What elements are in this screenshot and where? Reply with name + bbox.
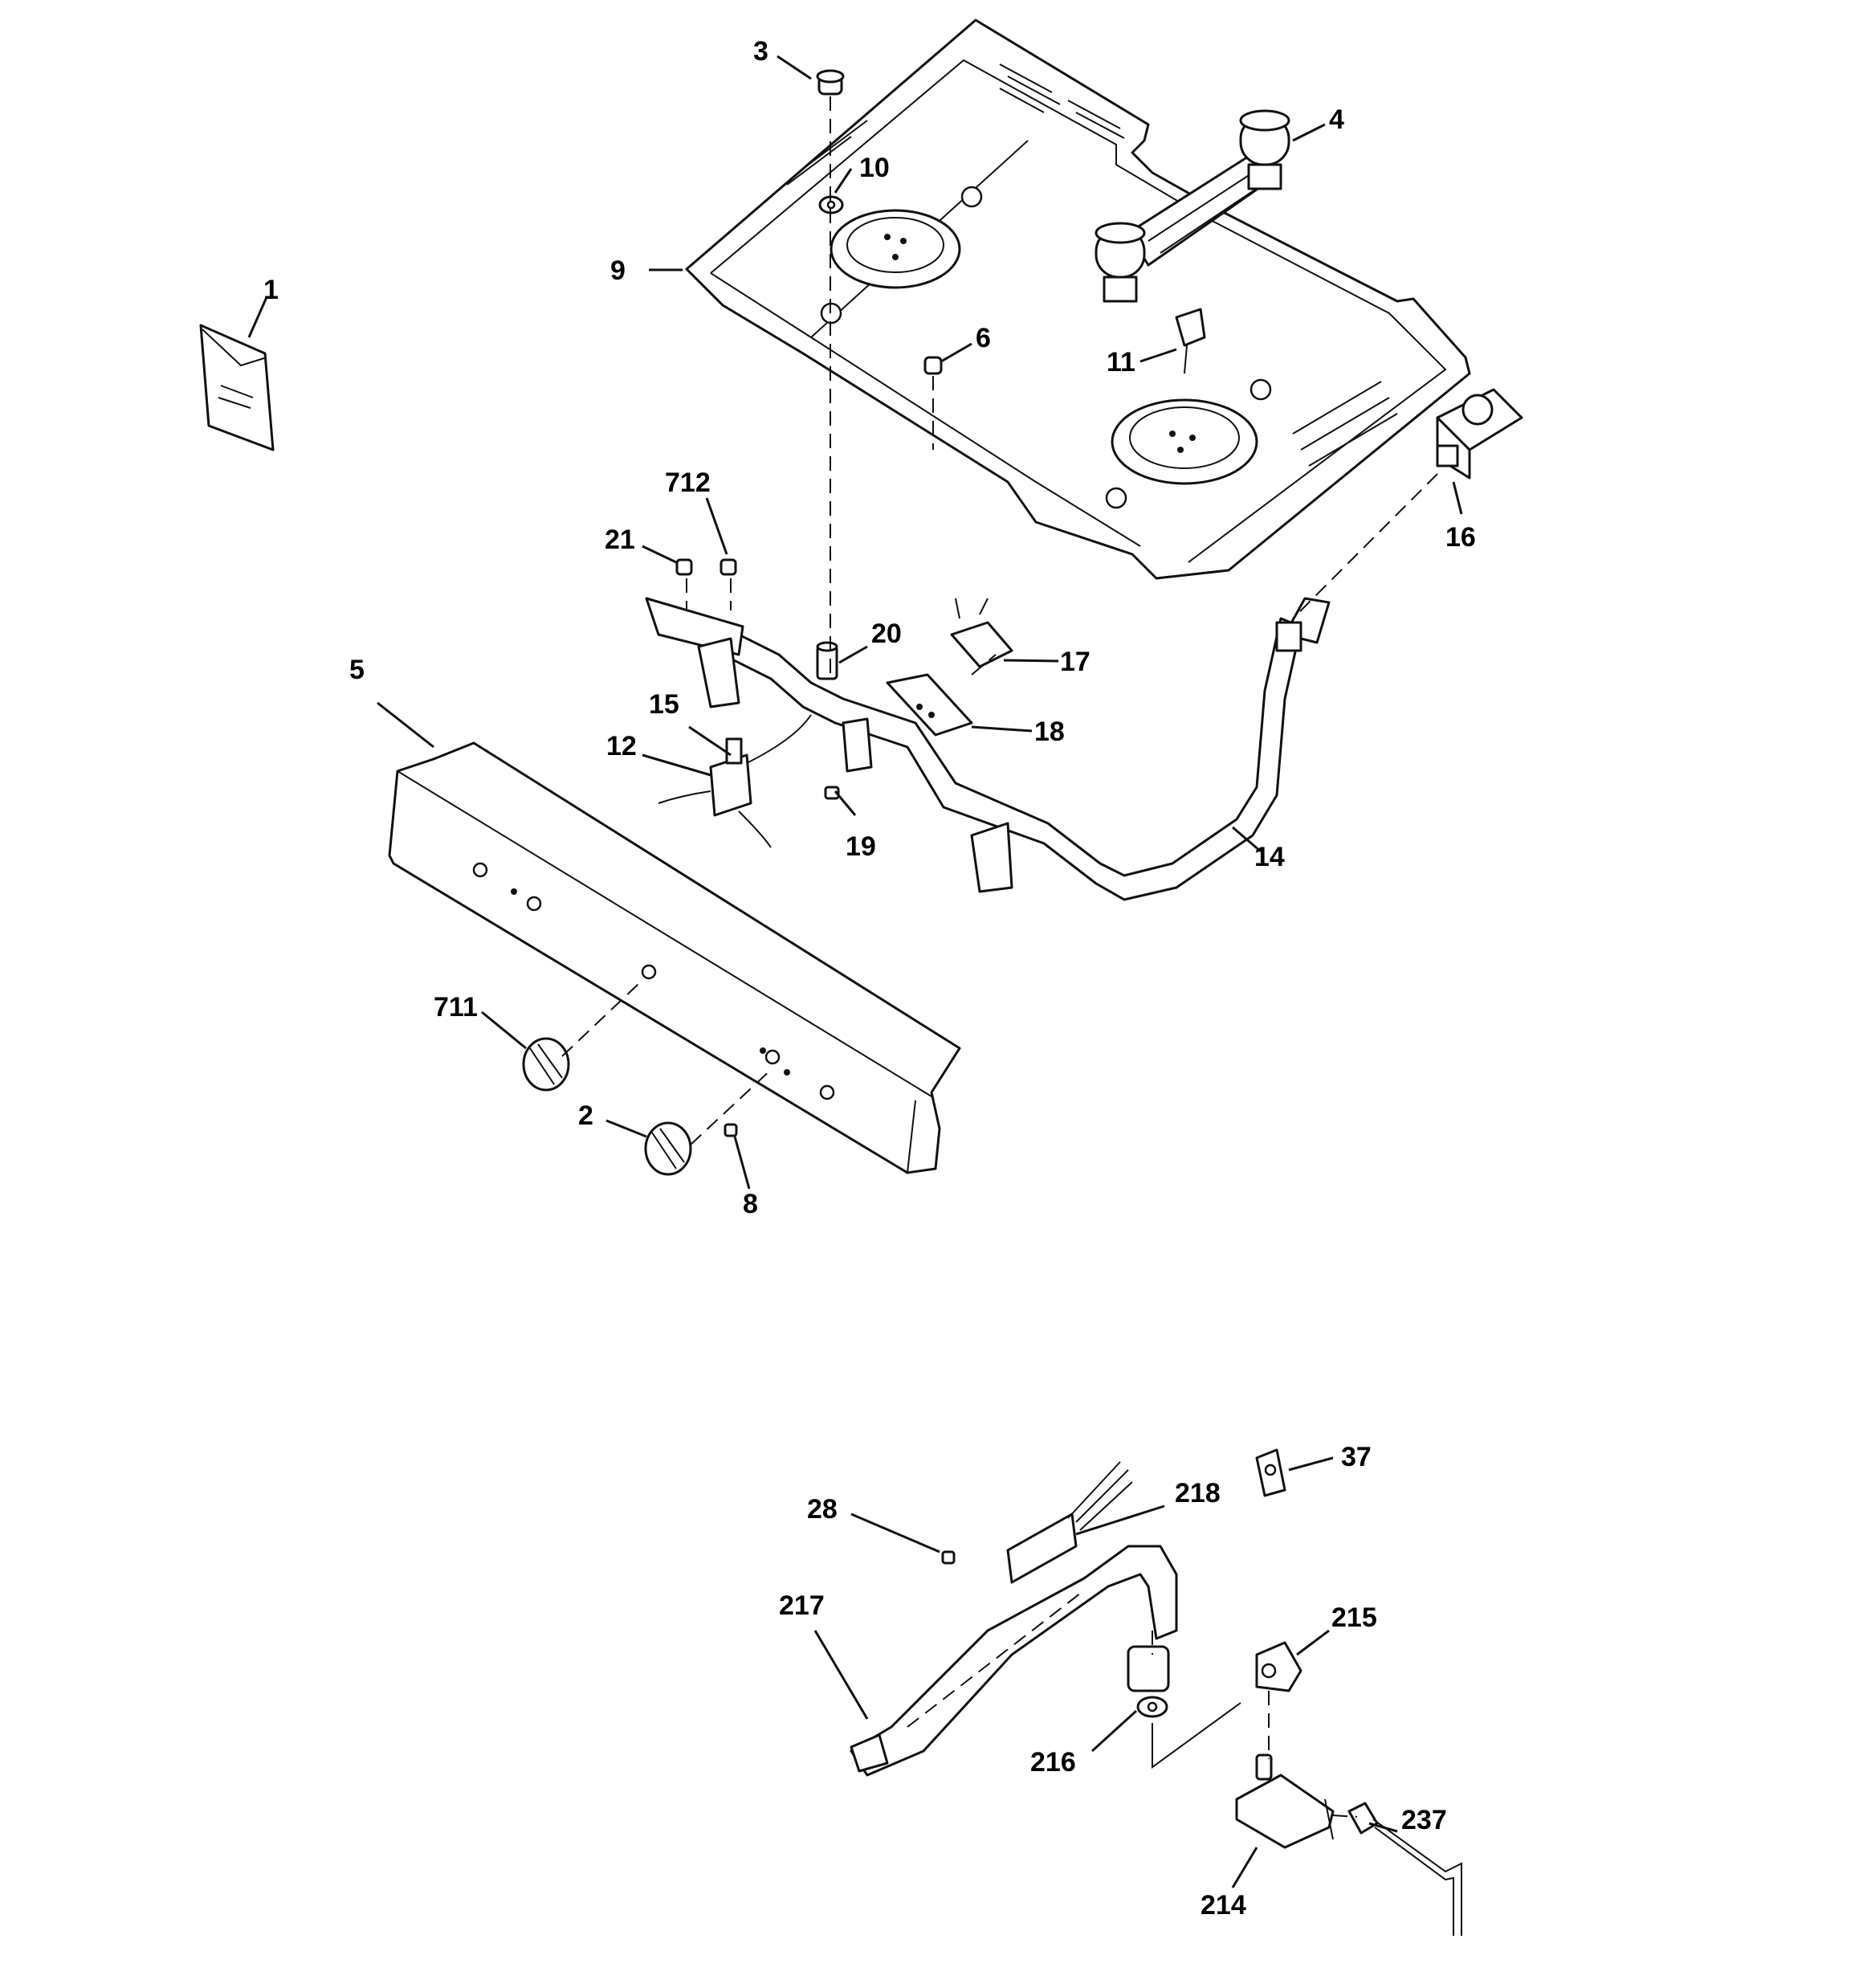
part-9-burner-box bbox=[685, 18, 1471, 580]
part-8-screw bbox=[724, 1123, 738, 1137]
part-5-control-panel bbox=[388, 741, 961, 1174]
callout-11: 11 bbox=[1107, 347, 1135, 378]
callout-1: 1 bbox=[263, 275, 279, 305]
callout-17: 17 bbox=[1060, 647, 1090, 677]
part-19-screw bbox=[824, 786, 840, 800]
leader-lines bbox=[247, 55, 1463, 1888]
callout-14: 14 bbox=[1254, 842, 1285, 872]
callout-711: 711 bbox=[434, 992, 478, 1023]
callout-218: 218 bbox=[1175, 1478, 1221, 1508]
callout-labels: 1 3 4 10 9 6 11 16 712 21 20 17 18 5 15 … bbox=[263, 36, 1476, 1921]
callout-214: 214 bbox=[1201, 1890, 1246, 1921]
part-12-switch bbox=[658, 714, 812, 848]
callout-4: 4 bbox=[1329, 104, 1344, 135]
callout-2: 2 bbox=[578, 1100, 593, 1131]
part-16-pressure-regulator bbox=[1436, 388, 1523, 480]
part-21-screw bbox=[675, 558, 693, 576]
part-20-orifice bbox=[816, 641, 838, 680]
callout-712: 712 bbox=[665, 467, 711, 498]
callout-18: 18 bbox=[1034, 716, 1065, 747]
part-711-knob bbox=[522, 1037, 570, 1092]
callout-216: 216 bbox=[1030, 1747, 1076, 1778]
part-18-bracket bbox=[886, 673, 973, 737]
callout-6: 6 bbox=[976, 323, 991, 353]
part-37-bracket bbox=[1255, 1448, 1286, 1497]
part-10-grommet bbox=[818, 195, 844, 214]
part-6-screw bbox=[923, 356, 943, 375]
callout-37: 37 bbox=[1341, 1442, 1372, 1472]
callout-5: 5 bbox=[349, 655, 365, 685]
callout-3: 3 bbox=[753, 36, 768, 67]
callout-12: 12 bbox=[606, 731, 637, 761]
callout-215: 215 bbox=[1331, 1602, 1377, 1633]
part-217-burner-tube bbox=[850, 1545, 1178, 1777]
part-712-screw bbox=[720, 558, 737, 576]
part-3-screw bbox=[816, 69, 845, 96]
callout-217: 217 bbox=[779, 1590, 825, 1621]
part-2-knob bbox=[644, 1121, 692, 1176]
callout-20: 20 bbox=[871, 618, 902, 649]
callout-237: 237 bbox=[1401, 1805, 1447, 1835]
assembly-lines-lower bbox=[1152, 1631, 1358, 1818]
part-1-envelope bbox=[199, 324, 275, 451]
part-4-burner-valves bbox=[1095, 109, 1290, 303]
callout-28: 28 bbox=[807, 1494, 838, 1525]
part-14-manifold bbox=[645, 597, 1331, 901]
part-214-valve bbox=[1235, 1753, 1335, 1849]
part-218-igniter bbox=[1006, 1461, 1133, 1584]
callout-16: 16 bbox=[1445, 522, 1476, 553]
assembly-lines-upper bbox=[561, 96, 1438, 1145]
part-17-spark-module bbox=[950, 598, 1013, 668]
callout-10: 10 bbox=[859, 153, 890, 183]
callout-9: 9 bbox=[610, 255, 626, 286]
part-215-bracket bbox=[1255, 1641, 1302, 1692]
part-11-bracket bbox=[1175, 308, 1206, 374]
callout-15: 15 bbox=[649, 689, 679, 720]
callout-21: 21 bbox=[605, 525, 635, 555]
part-orifice-holder bbox=[1127, 1645, 1170, 1692]
part-216-nut bbox=[1136, 1696, 1168, 1718]
part-237-tube bbox=[1347, 1802, 1462, 1936]
part-28-screw bbox=[941, 1550, 956, 1565]
callout-8: 8 bbox=[743, 1189, 758, 1219]
callout-19: 19 bbox=[846, 831, 876, 862]
